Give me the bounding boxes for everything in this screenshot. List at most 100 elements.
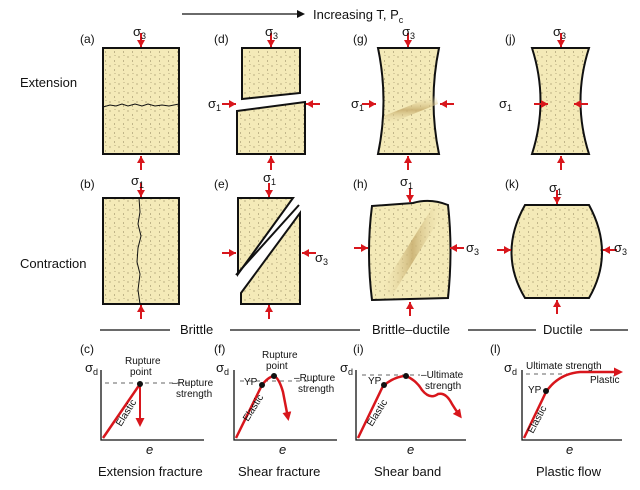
- stress-arrow-head: [137, 40, 145, 47]
- sigma3-label: σ3: [553, 24, 566, 41]
- x-axis-label: e: [279, 442, 286, 457]
- stress-arrow-head: [553, 197, 561, 204]
- sigma3-label: σ3: [614, 240, 627, 257]
- sample-g: [376, 47, 441, 155]
- panel-label-c: (c): [80, 342, 94, 356]
- ultimate-strength-label: strength: [425, 381, 461, 392]
- yield-point-dot: [259, 382, 265, 388]
- elastic-label: Elastic: [241, 393, 266, 424]
- stress-arrow-head: [267, 156, 275, 163]
- sigma1-label: σ1: [499, 96, 512, 113]
- caption-plastic-flow: Plastic flow: [536, 464, 602, 479]
- stress-arrow-head: [137, 305, 145, 312]
- sample-a: [102, 47, 180, 155]
- sigma1-label: σ1: [208, 96, 221, 113]
- rupture-point-label: point: [266, 361, 288, 372]
- stress-arrow-head: [574, 100, 581, 108]
- rupture-strength-label: –Rupture: [294, 373, 336, 384]
- stress-arrow-head: [406, 195, 414, 202]
- plastic-label: Plastic: [590, 375, 619, 386]
- graph-axes: [355, 370, 466, 441]
- rupture-strength-label: –Rupture: [172, 378, 214, 389]
- stress-arrow-head: [306, 100, 313, 108]
- panel-label-f: (f): [214, 342, 225, 356]
- stress-arrow-head: [504, 246, 511, 254]
- panel-label-i: (i): [353, 342, 364, 356]
- elastic-label: Elastic: [114, 398, 139, 429]
- graph-f: σd e Elastic YP Rupture point –Rupture s…: [216, 350, 337, 457]
- sigma3-label: σ3: [265, 24, 278, 41]
- sigma-d-label: σd: [340, 360, 353, 377]
- stress-arrow-head: [302, 249, 309, 257]
- stress-arrow-head: [557, 156, 565, 163]
- stress-arrow-head: [265, 305, 273, 312]
- yield-point-label: YP: [368, 376, 382, 387]
- stress-arrow-head: [406, 302, 414, 309]
- ultimate-strength-dot: [403, 373, 409, 379]
- stress-arrow-head: [557, 40, 565, 47]
- sigma1-label: σ1: [263, 170, 276, 187]
- panel-label-a: (a): [80, 32, 95, 46]
- x-axis-label: e: [146, 442, 153, 457]
- stress-arrow-head: [404, 40, 412, 47]
- sample-k: [510, 204, 603, 299]
- stress-arrows: [137, 33, 617, 319]
- x-axis-label: e: [566, 442, 573, 457]
- panel-label-b: (b): [80, 177, 95, 191]
- sample-e: [235, 197, 301, 305]
- stress-arrow-head: [450, 244, 457, 252]
- stress-arrow-head: [361, 244, 368, 252]
- stress-arrow-head: [404, 156, 412, 163]
- yield-point-label: YP: [528, 385, 542, 396]
- sigma-d-label: σd: [85, 360, 98, 377]
- row-label-contraction: Contraction: [20, 256, 86, 271]
- panel-label-e: (e): [214, 177, 229, 191]
- sigma1-label: σ1: [549, 180, 562, 197]
- stress-arrow-head: [229, 249, 236, 257]
- yield-point-label: YP: [244, 377, 258, 388]
- sample-h: [368, 199, 452, 302]
- panel-label-g: (g): [353, 32, 368, 46]
- rupture-point-dot: [271, 373, 277, 379]
- stress-arrow-head: [440, 100, 447, 108]
- sigma-d-label: σd: [216, 360, 229, 377]
- yield-point-dot: [381, 382, 387, 388]
- stress-arrow-head: [369, 100, 376, 108]
- sigma3-label: σ3: [466, 240, 479, 257]
- sample-d: [236, 47, 306, 155]
- elastic-label: Elastic: [526, 404, 550, 435]
- sigma-labels: σ3 σ3 σ1 σ3 σ1 σ3 σ1 σ1 σ1 σ3 σ1 σ3 σ1 σ…: [131, 24, 627, 267]
- graph-c: σd e Elastic Rupture point –Rupture stre…: [85, 356, 214, 457]
- rupture-point-label: Rupture: [262, 350, 298, 361]
- stress-strain-curve: [356, 374, 462, 439]
- panel-label-h: (h): [353, 177, 368, 191]
- panel-label-d: (d): [214, 32, 229, 46]
- sigma1-label: σ1: [400, 174, 413, 191]
- stress-arrow-head: [541, 100, 548, 108]
- regime-brittle: Brittle: [180, 322, 213, 337]
- caption-shear-band: Shear band: [374, 464, 441, 479]
- stress-arrow-head: [267, 40, 275, 47]
- regime-brittle-ductile: Brittle–ductile: [372, 322, 450, 337]
- stress-arrow-head: [229, 100, 236, 108]
- ultimate-strength-label: –Ultimate: [421, 370, 464, 381]
- sigma3-label: σ3: [315, 250, 328, 267]
- graph-l: σd e Elastic YP Ultimate strength Plasti…: [504, 360, 623, 457]
- caption-extension-fracture: Extension fracture: [98, 464, 203, 479]
- sigma-d-label: σd: [504, 360, 517, 377]
- stress-arrow-head: [603, 246, 610, 254]
- sigma1-label: σ1: [131, 173, 144, 190]
- sigma3-label: σ3: [133, 24, 146, 41]
- stress-arrow-head: [553, 300, 561, 307]
- graph-axes: [100, 370, 204, 441]
- panel-label-j: (j): [505, 32, 516, 46]
- graph-i: σd e Elastic YP –Ultimate strength: [340, 360, 466, 457]
- rupture-strength-label: strength: [298, 384, 334, 395]
- extension-fracture-crack: [102, 103, 180, 108]
- yield-point-dot: [543, 388, 549, 394]
- x-axis-label: e: [407, 442, 414, 457]
- regime-ductile: Ductile: [543, 322, 583, 337]
- sample-b: [102, 197, 180, 305]
- sample-j: [530, 47, 591, 155]
